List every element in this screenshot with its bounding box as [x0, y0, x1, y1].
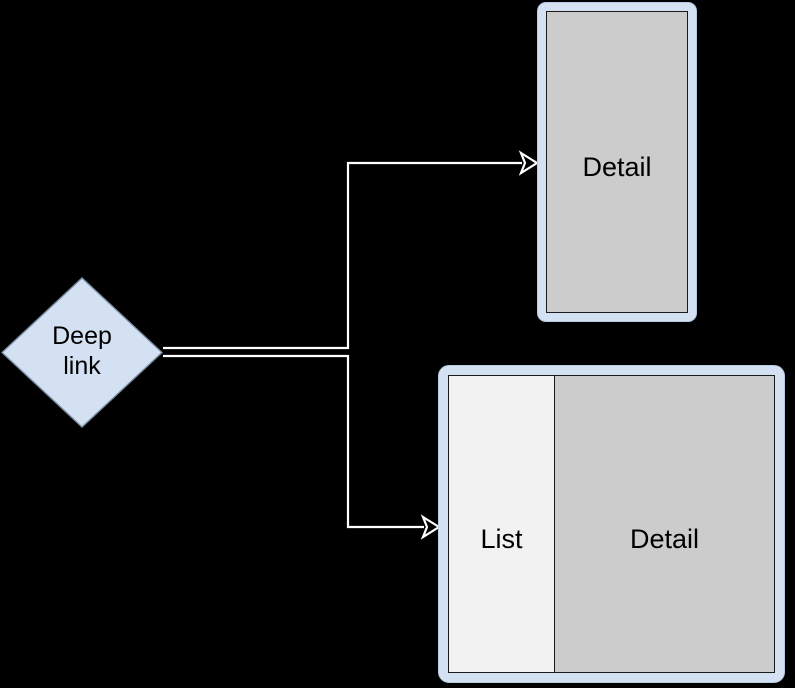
diamond-shape [1, 277, 163, 428]
edge-deep-link-to-detail-phone[interactable] [163, 150, 540, 350]
node-deep-link[interactable] [1, 277, 163, 428]
tablet-detail-pane-label: Detail [629, 524, 700, 554]
tablet-detail-pane[interactable]: Detail [555, 376, 774, 672]
edge-deep-link-to-list-detail-tablet[interactable] [163, 354, 442, 540]
tablet-list-pane[interactable]: List [449, 376, 555, 672]
node-list-detail-tablet[interactable]: List Detail [438, 365, 785, 683]
node-detail-phone[interactable] [537, 2, 697, 322]
phone-screen [546, 11, 688, 313]
tablet-screen: List Detail [448, 375, 775, 673]
node-deep-link-label: Deep link [52, 322, 112, 380]
node-detail-phone-label: Detail [582, 152, 652, 182]
tablet-list-pane-label: List [480, 524, 523, 554]
